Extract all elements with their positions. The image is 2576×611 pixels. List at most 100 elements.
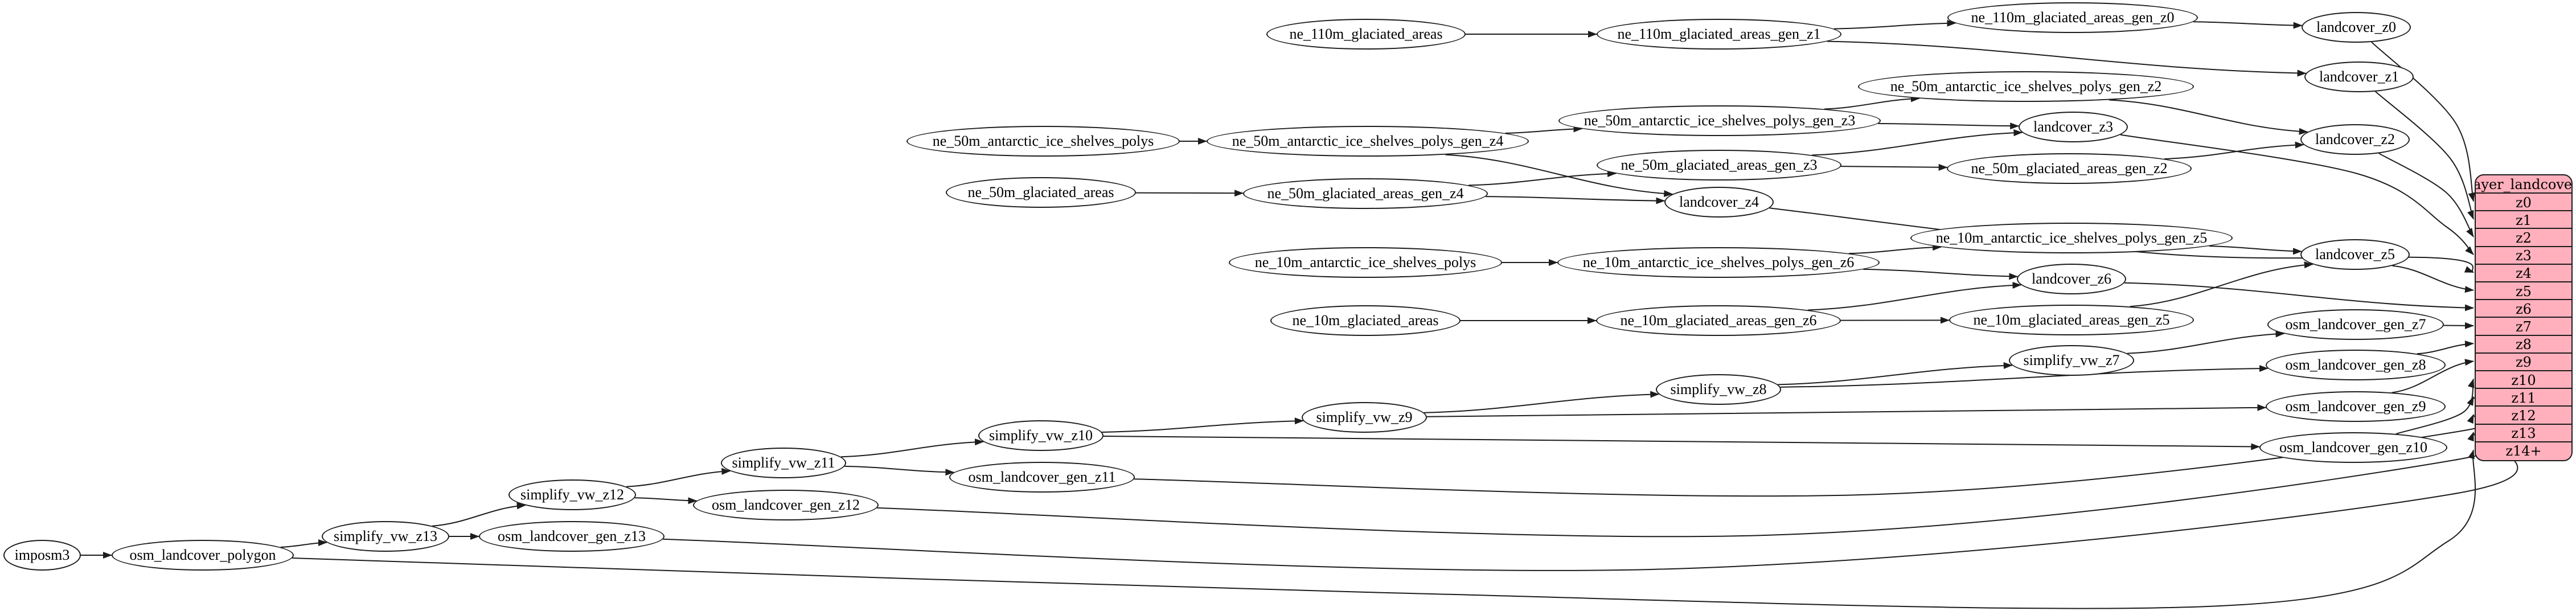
node-label: ne_10m_glaciated_areas_gen_z6: [1620, 312, 1817, 329]
node-label: simplify_vw_z7: [2023, 352, 2120, 368]
graph-node-ne_50m_antarctic_ice_shelves_polys_gen_z4: ne_50m_antarctic_ice_shelves_polys_gen_z…: [1207, 126, 1529, 157]
graph-node-imposm3: imposm3: [3, 540, 81, 571]
node-label: landcover_z5: [2315, 246, 2395, 263]
table-row-z1: z1: [2476, 210, 2571, 229]
graph-node-osm_landcover_gen_z7: osm_landcover_gen_z7: [2267, 309, 2444, 340]
edge-ne_50m_antarctic_ice_shelves_polys_gen_z3-to-landcover_z3: [1878, 122, 2020, 130]
graph-node-ne_110m_glaciated_areas: ne_110m_glaciated_areas: [1266, 19, 1466, 50]
edge-osm_landcover_gen_z7-to-row-z7: [2443, 322, 2474, 329]
layer-landcover-table: layer_landcover z0z1z2z3z4z5z6z7z8z9z10z…: [2475, 174, 2573, 461]
node-label: osm_landcover_gen_z12: [712, 497, 860, 513]
graph-node-osm_landcover_gen_z13: osm_landcover_gen_z13: [479, 521, 664, 552]
node-label: landcover_z3: [2033, 118, 2114, 135]
table-row-z7: z7: [2476, 317, 2571, 335]
graph-node-ne_50m_glaciated_areas_gen_z2: ne_50m_glaciated_areas_gen_z2: [1947, 153, 2192, 184]
edge-ne_10m_antarctic_ice_shelves_polys_gen_z6-to-ne_10m_antarctic_ice_shelves_polys_gen_z5: [1848, 244, 1942, 255]
graph-node-landcover_z3: landcover_z3: [2019, 112, 2128, 142]
edge-simplify_vw_z7-to-osm_landcover_gen_z7: [2127, 330, 2285, 354]
node-label: landcover_z1: [2319, 68, 2399, 85]
edge-simplify_vw_z8-to-osm_landcover_gen_z8: [1780, 365, 2269, 388]
node-label: osm_landcover_gen_z9: [2285, 398, 2426, 415]
edge-simplify_vw_z12-to-osm_landcover_gen_z12: [634, 497, 698, 505]
node-label: ne_110m_glaciated_areas_gen_z1: [1617, 26, 1821, 42]
node-label: ne_110m_glaciated_areas: [1289, 26, 1443, 42]
node-label: landcover_z6: [2031, 270, 2112, 287]
graph-node-ne_50m_glaciated_areas_gen_z3: ne_50m_glaciated_areas_gen_z3: [1597, 150, 1841, 181]
graph-node-landcover_z5: landcover_z5: [2300, 239, 2410, 270]
node-label: simplify_vw_z13: [334, 528, 437, 544]
node-label: landcover_z2: [2315, 131, 2395, 147]
edge-simplify_vw_z9-to-simplify_vw_z8: [1424, 391, 1660, 413]
edge-ne_50m_glaciated_areas_gen_z2-to-landcover_z2: [2164, 141, 2304, 160]
edge-simplify_vw_z12-to-simplify_vw_z11: [626, 468, 731, 487]
graph-node-landcover_z4: landcover_z4: [1664, 187, 1774, 218]
graph-node-osm_landcover_gen_z11: osm_landcover_gen_z11: [949, 462, 1135, 493]
edge-osm_landcover_polygon-to-simplify_vw_z13: [280, 539, 327, 548]
node-label: ne_110m_glaciated_areas_gen_z0: [1971, 9, 2175, 26]
node-label: landcover_z4: [1679, 194, 1759, 210]
edge-ne_50m_antarctic_ice_shelves_polys_gen_z4-to-landcover_z4: [1445, 154, 1673, 197]
edge-ne_50m_glaciated_areas_gen_z4-to-ne_50m_glaciated_areas_gen_z3: [1468, 170, 1617, 186]
edge-ne_50m_antarctic_ice_shelves_polys_gen_z3-to-ne_50m_antarctic_ice_shelves_polys_gen_z2: [1824, 95, 1920, 110]
table-row-z13: z13: [2476, 423, 2571, 442]
edge-landcover_z4-to-row-z4: [1769, 207, 2474, 273]
node-label: ne_50m_antarctic_ice_shelves_polys_gen_z…: [1584, 112, 1856, 129]
edge-ne_110m_glaciated_areas_gen_z0-to-landcover_z0: [2193, 21, 2303, 29]
node-label: osm_landcover_polygon: [129, 547, 276, 563]
graph-node-simplify_vw_z7: simplify_vw_z7: [2009, 345, 2134, 376]
graph-node-ne_110m_glaciated_areas_gen_z1: ne_110m_glaciated_areas_gen_z1: [1597, 19, 1841, 50]
edge-ne_50m_glaciated_areas-to-ne_50m_glaciated_areas_gen_z4: [1135, 190, 1244, 197]
edge-ne_110m_glaciated_areas_gen_z1-to-ne_110m_glaciated_areas_gen_z0: [1833, 19, 1956, 30]
graph-node-osm_landcover_polygon: osm_landcover_polygon: [112, 540, 294, 571]
graph-node-landcover_z2: landcover_z2: [2300, 124, 2410, 155]
edge-ne_50m_antarctic_ice_shelves_polys_gen_z4-to-ne_50m_antarctic_ice_shelves_polys_gen_z3: [1505, 125, 1583, 134]
edge-landcover_z1-to-row-z1: [2375, 91, 2474, 220]
table-row-z14+: z14+: [2476, 441, 2571, 460]
node-label: ne_50m_antarctic_ice_shelves_polys: [932, 133, 1154, 149]
node-label: ne_10m_antarctic_ice_shelves_polys: [1254, 254, 1476, 270]
node-label: osm_landcover_gen_z8: [2285, 356, 2426, 373]
node-label: ne_10m_glaciated_areas_gen_z5: [1973, 311, 2170, 328]
node-label: ne_50m_antarctic_ice_shelves_polys_gen_z…: [1890, 78, 2162, 95]
edge-simplify_vw_z10-to-simplify_vw_z9: [1102, 417, 1304, 433]
graph-node-osm_landcover_gen_z12: osm_landcover_gen_z12: [693, 490, 879, 520]
table-row-z12: z12: [2476, 405, 2571, 424]
edge-landcover_z0-to-row-z0: [2371, 42, 2475, 202]
table-row-z4: z4: [2476, 263, 2571, 282]
edge-simplify_vw_z10-to-osm_landcover_gen_z10: [1103, 436, 2261, 450]
node-label: ne_50m_glaciated_areas_gen_z4: [1267, 185, 1464, 202]
table-row-z5: z5: [2476, 281, 2571, 300]
graph-node-ne_10m_glaciated_areas: ne_10m_glaciated_areas: [1270, 305, 1461, 336]
node-label: ne_50m_glaciated_areas_gen_z2: [1971, 160, 2168, 177]
edge-ne_10m_glaciated_areas_gen_z5-to-landcover_z5: [2130, 261, 2314, 307]
graph-node-simplify_vw_z12: simplify_vw_z12: [508, 479, 636, 510]
graph-node-ne_10m_antarctic_ice_shelves_polys_gen_z6: ne_10m_antarctic_ice_shelves_polys_gen_z…: [1557, 247, 1880, 278]
graph-node-ne_50m_antarctic_ice_shelves_polys_gen_z3: ne_50m_antarctic_ice_shelves_polys_gen_z…: [1558, 105, 1881, 136]
edge-ne_50m_glaciated_areas_gen_z3-to-landcover_z3: [1812, 129, 2023, 156]
node-label: ne_10m_antarctic_ice_shelves_polys_gen_z…: [1582, 254, 1855, 270]
graph-node-ne_10m_antarctic_ice_shelves_polys_gen_z5: ne_10m_antarctic_ice_shelves_polys_gen_z…: [1910, 223, 2233, 253]
edge-ne_10m_glaciated_areas_gen_z6-to-landcover_z6: [1807, 281, 2022, 311]
graph-node-osm_landcover_gen_z9: osm_landcover_gen_z9: [2266, 391, 2446, 422]
node-label: osm_landcover_gen_z10: [2279, 439, 2427, 456]
node-label: simplify_vw_z8: [1670, 381, 1767, 397]
graph-node-landcover_z1: landcover_z1: [2304, 61, 2414, 92]
node-label: ne_10m_glaciated_areas: [1292, 312, 1439, 329]
edge-landcover_z2-to-row-z2: [2378, 153, 2474, 237]
edge-simplify_vw_z13-to-simplify_vw_z12: [432, 502, 526, 527]
graph-node-simplify_vw_z10: simplify_vw_z10: [978, 420, 1104, 451]
node-label: ne_50m_glaciated_areas: [967, 184, 1114, 200]
node-label: osm_landcover_gen_z13: [498, 528, 646, 544]
node-label: ne_10m_antarctic_ice_shelves_polys_gen_z…: [1935, 229, 2208, 246]
table-row-z8: z8: [2476, 334, 2571, 354]
table-row-z9: z9: [2476, 352, 2571, 371]
table-title: layer_landcover: [2476, 177, 2573, 192]
node-label: landcover_z0: [2316, 19, 2397, 35]
node-label: simplify_vw_z9: [1316, 409, 1413, 425]
edge-osm_landcover_gen_z13-to-row-z13: [663, 432, 2518, 571]
table-row-z0: z0: [2476, 192, 2571, 211]
graph-node-ne_10m_antarctic_ice_shelves_polys: ne_10m_antarctic_ice_shelves_polys: [1229, 247, 1502, 278]
edge-ne_10m_antarctic_ice_shelves_polys_gen_z6-to-landcover_z6: [1863, 268, 2019, 280]
edge-landcover_z3-to-row-z3: [2120, 134, 2474, 255]
